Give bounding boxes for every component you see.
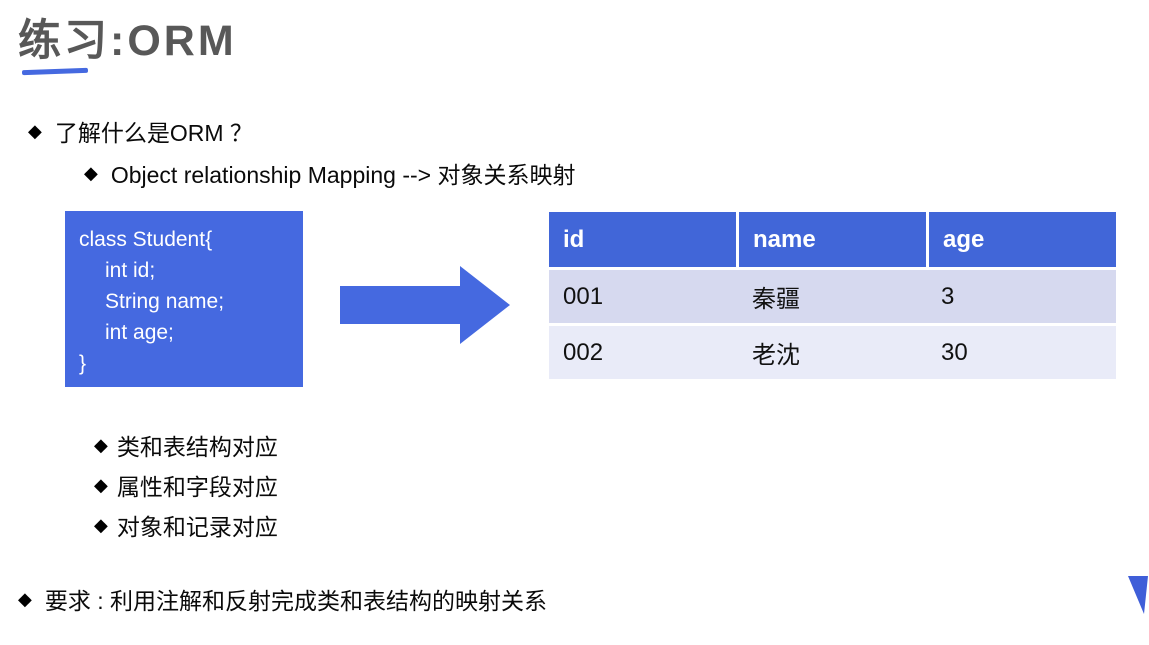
table-cell: 秦疆 (752, 286, 800, 313)
code-line: int age; (105, 321, 174, 344)
table-header-cell: id (549, 212, 736, 267)
arrow-right-icon (340, 265, 512, 345)
bullet-sub: ◆ Object relationship Mapping --> 对象关系映射 (84, 156, 575, 190)
bullet-main-text: 了解什么是ORM ？ (54, 120, 253, 146)
bullet-list-text: 对象和记录对应 (116, 514, 278, 540)
requirement-line: ◆ 要求 : 利用注解和反射完成类和表结构的映射关系 (18, 582, 547, 616)
corner-triangle-icon (1128, 576, 1148, 614)
table-cell: 30 (941, 338, 968, 366)
bullet-list-item: ◆ 类和表结构对应 (94, 428, 278, 462)
code-line: String name; (105, 290, 225, 313)
diamond-icon: ◆ (84, 162, 98, 183)
table-cell: 002 (563, 338, 604, 366)
bullet-list-text: 属性和字段对应 (116, 474, 278, 500)
bullet-main: ◆ 了解什么是ORM ？ (28, 114, 253, 148)
bullet-list-item: ◆ 对象和记录对应 (94, 508, 278, 542)
diamond-icon: ◆ (94, 514, 108, 535)
diamond-icon: ◆ (18, 588, 32, 609)
page-title: 练习:ORM (18, 17, 237, 65)
requirement-text: 要求 : 利用注解和反射完成类和表结构的映射关系 (44, 588, 548, 614)
bullet-list-text: 类和表结构对应 (116, 434, 278, 460)
table-row: 001 秦疆 3 (549, 270, 1116, 323)
table-cell: 001 (563, 282, 604, 310)
bullet-list-item: ◆ 属性和字段对应 (94, 468, 278, 502)
table-row: 002 老沈 30 (549, 326, 1116, 379)
table-cell: 老沈 (752, 342, 800, 369)
diamond-icon: ◆ (28, 120, 42, 141)
table-header-cell: name (739, 212, 926, 267)
code-line: class Student{ (79, 228, 213, 251)
code-line: int id; (105, 259, 156, 282)
table-header: id name age (549, 212, 1116, 267)
code-line: } (79, 352, 87, 375)
bullet-sub-text: Object relationship Mapping --> 对象关系映射 (110, 162, 576, 188)
diamond-icon: ◆ (94, 434, 108, 455)
code-box: class Student{ int id; String name; int … (65, 211, 303, 387)
table-header-cell: age (929, 212, 1116, 267)
mapping-table: id name age 001 秦疆 3 002 老沈 30 (549, 212, 1116, 379)
diamond-icon: ◆ (94, 474, 108, 495)
table-cell: 3 (941, 282, 955, 310)
title-underline (21, 67, 89, 76)
